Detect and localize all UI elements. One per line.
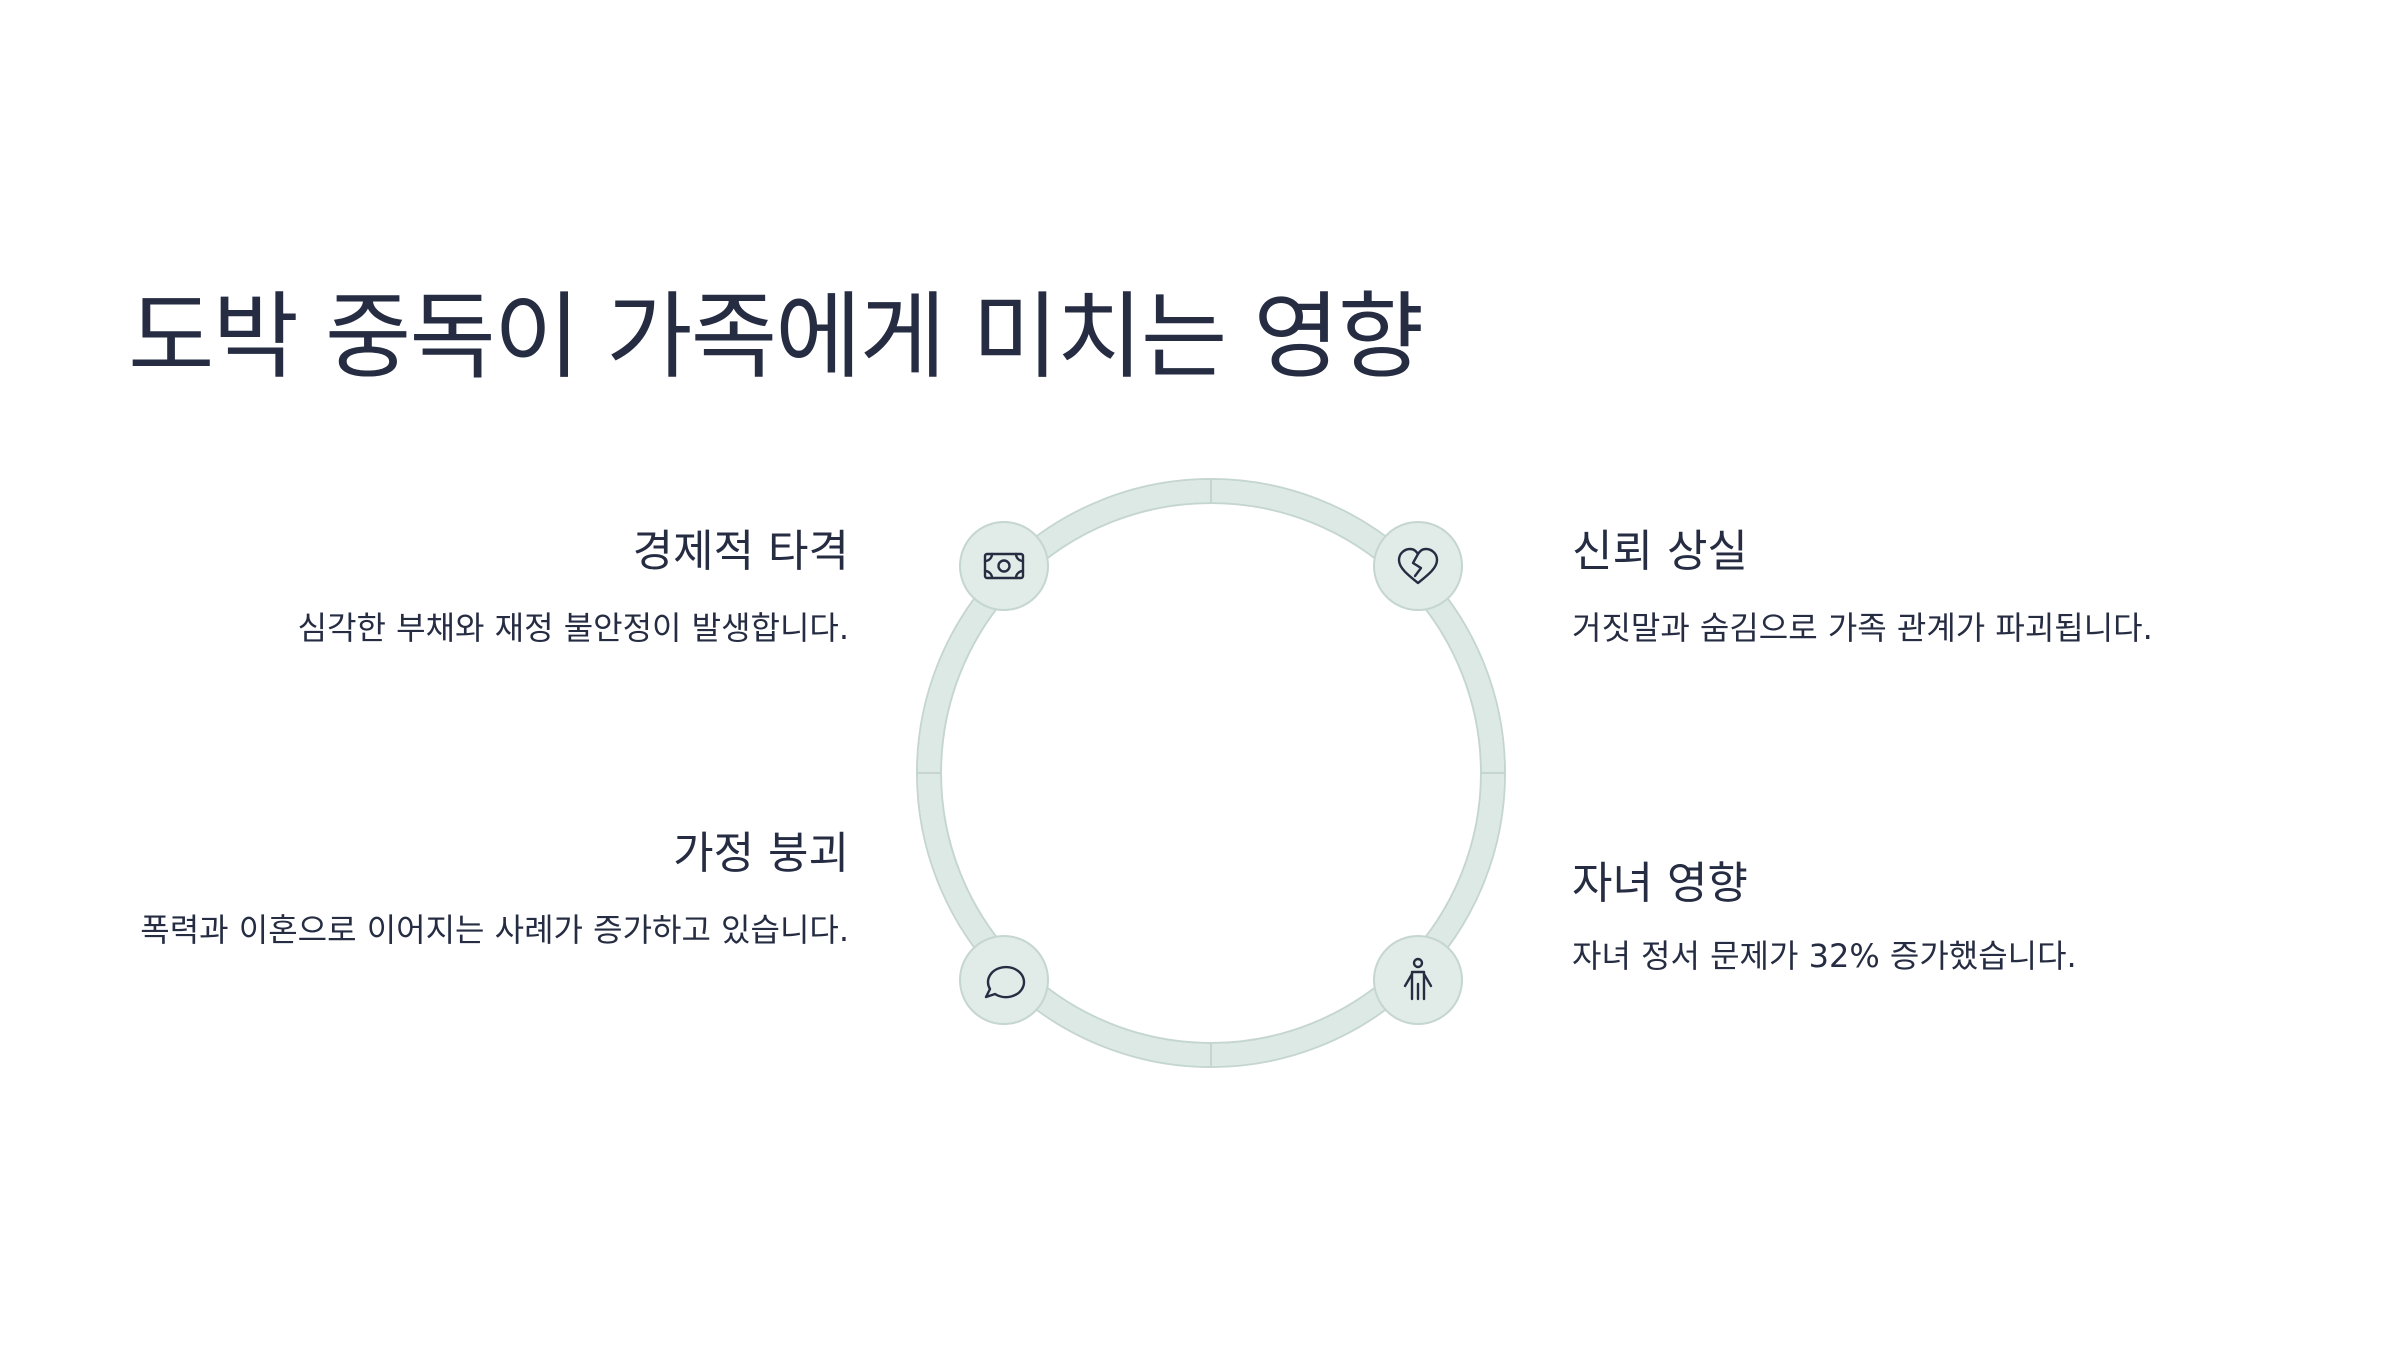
item-heading: 신뢰 상실	[1572, 526, 1748, 577]
node-trust	[1373, 521, 1463, 611]
speech-bubble-icon	[984, 965, 1026, 999]
cycle-ring	[916, 478, 1506, 1068]
item-description: 거짓말과 숨김으로 가족 관계가 파괴됩니다.	[1572, 609, 2153, 647]
child-icon	[1403, 957, 1433, 1001]
item-heading: 자녀 영향	[1572, 858, 1748, 909]
node-economic	[959, 521, 1049, 611]
item-description: 자녀 정서 문제가 32% 증가했습니다.	[1572, 937, 2077, 975]
cycle-diagram	[916, 478, 1506, 1068]
item-heading: 가정 붕괴	[673, 828, 849, 879]
item-family: 가정 붕괴 폭력과 이혼으로 이어지는 사례가 증가하고 있습니다.	[89, 826, 849, 959]
broken-heart-icon	[1397, 547, 1439, 585]
item-description: 폭력과 이혼으로 이어지는 사례가 증가하고 있습니다.	[140, 911, 849, 949]
item-economic: 경제적 타격 심각한 부채와 재정 불안정이 발생합니다.	[89, 524, 849, 657]
node-children	[1373, 935, 1463, 1025]
item-heading: 경제적 타격	[632, 526, 849, 577]
node-family	[959, 935, 1049, 1025]
item-children: 자녀 영향 자녀 정서 문제가 32% 증가했습니다.	[1572, 856, 2332, 985]
page-title: 도박 중독이 가족에게 미치는 영향	[128, 283, 1424, 392]
item-description: 심각한 부채와 재정 불안정이 발생합니다.	[297, 609, 849, 647]
money-icon	[983, 552, 1025, 580]
item-trust: 신뢰 상실 거짓말과 숨김으로 가족 관계가 파괴됩니다.	[1572, 524, 2332, 657]
